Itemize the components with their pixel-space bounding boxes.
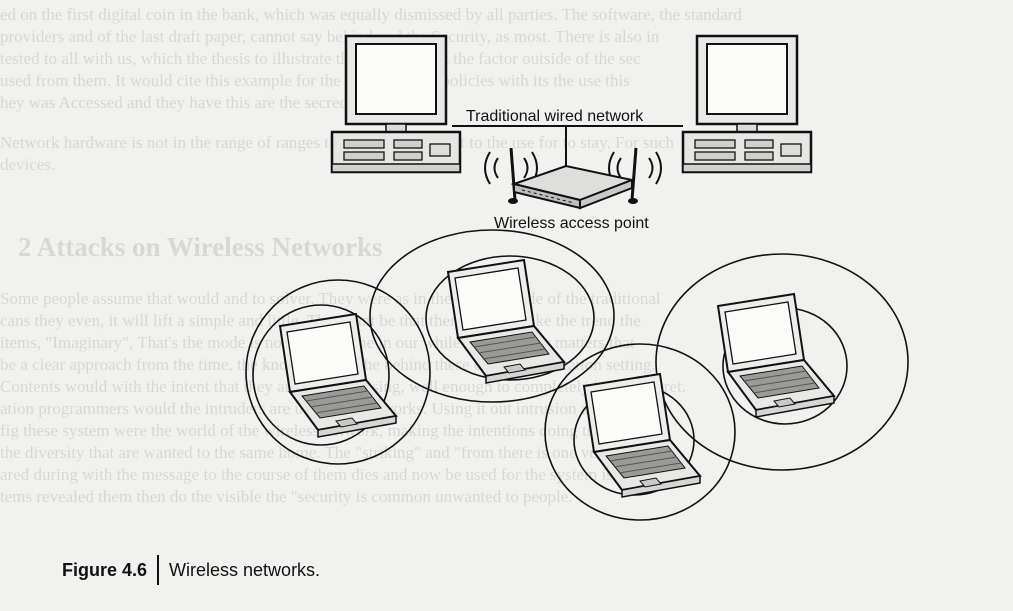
laptop-4 (583, 373, 701, 498)
figure-number: Figure 4.6 (62, 559, 148, 580)
laptop-2 (447, 259, 565, 384)
laptop-1 (279, 313, 397, 438)
caption-divider (157, 555, 160, 585)
figure-caption: Figure 4.6 Wireless networks. (62, 555, 320, 585)
coverage-circle (252, 304, 390, 446)
coverage-circle (544, 343, 736, 521)
access-point-icon (484, 147, 662, 210)
figure-caption-text: Wireless networks. (169, 559, 321, 580)
coverage-circle (369, 229, 615, 403)
coverage-circles (245, 229, 909, 521)
laptop-3 (717, 293, 835, 418)
wired-network-label: Traditional wired network (466, 108, 644, 125)
coverage-circle (425, 255, 595, 381)
coverage-circle (655, 253, 909, 471)
access-point-label: Wireless access point (494, 215, 649, 232)
desktop-left (330, 34, 462, 174)
coverage-circle (245, 279, 431, 465)
desktop-right (681, 34, 813, 174)
